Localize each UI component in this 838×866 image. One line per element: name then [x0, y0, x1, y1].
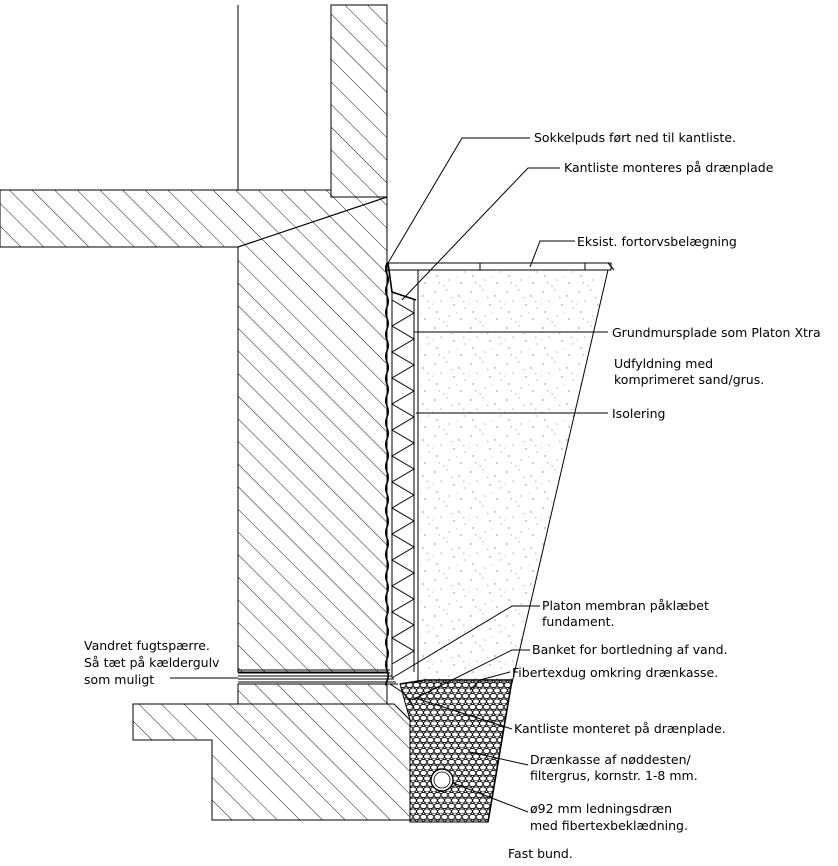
label-ledning-1: ø92 mm ledningsdræn: [530, 801, 672, 816]
label-kantliste-bottom: Kantliste monteret på drænplade.: [514, 721, 726, 736]
label-membran-1: Platon membran påklæbet: [542, 598, 709, 613]
pavement: [386, 262, 615, 271]
label-ledning-2: med fibertexbeklædning.: [530, 818, 688, 833]
insulation: [391, 292, 415, 678]
label-fugt-3: som muligt: [84, 672, 154, 687]
edge-strip-top: [387, 262, 417, 301]
label-grundmursplade: Grundmursplade som Platon Xtra: [612, 325, 821, 340]
label-fugt-2: Så tæt på kældergulv: [84, 655, 220, 670]
label-udfyldning-2: komprimeret sand/grus.: [614, 372, 764, 387]
platon-membrane: [384, 262, 390, 686]
fibertex-outline: [399, 679, 513, 823]
footing: [132, 703, 411, 821]
label-draenkasse-1: Drænkasse af nøddesten/: [530, 752, 692, 767]
damp-barrier: [238, 669, 398, 685]
label-sokkelpuds: Sokkelpuds ført ned til kantliste.: [534, 130, 736, 145]
label-banket: Banket for bortledning af vand.: [532, 642, 728, 657]
upper-wall: [330, 4, 388, 198]
label-kantliste-top: Kantliste monteres på drænplade: [564, 160, 774, 175]
label-fibertex: Fibertexdug omkring drænkasse.: [512, 665, 718, 680]
label-fastbund: Fast bund.: [508, 846, 573, 861]
label-fortov: Eksist. fortorvsbelægning: [577, 234, 737, 249]
drain-box: [399, 679, 513, 823]
lower-wall: [237, 683, 388, 705]
drain-pipe: [430, 768, 454, 792]
label-draenkasse-2: filtergrus, kornstr. 1-8 mm.: [530, 768, 698, 783]
basement-wall: [237, 196, 388, 673]
label-membran-2: fundament.: [542, 614, 615, 629]
leader-lines: [170, 137, 608, 813]
label-isolering: Isolering: [612, 406, 665, 421]
label-udfyldning-1: Udfyldning med: [614, 356, 713, 371]
labels: Sokkelpuds ført ned til kantliste. Kantl…: [84, 130, 821, 861]
bank: [389, 683, 415, 709]
label-fugt-1: Vandret fugtspærre.: [84, 638, 210, 653]
